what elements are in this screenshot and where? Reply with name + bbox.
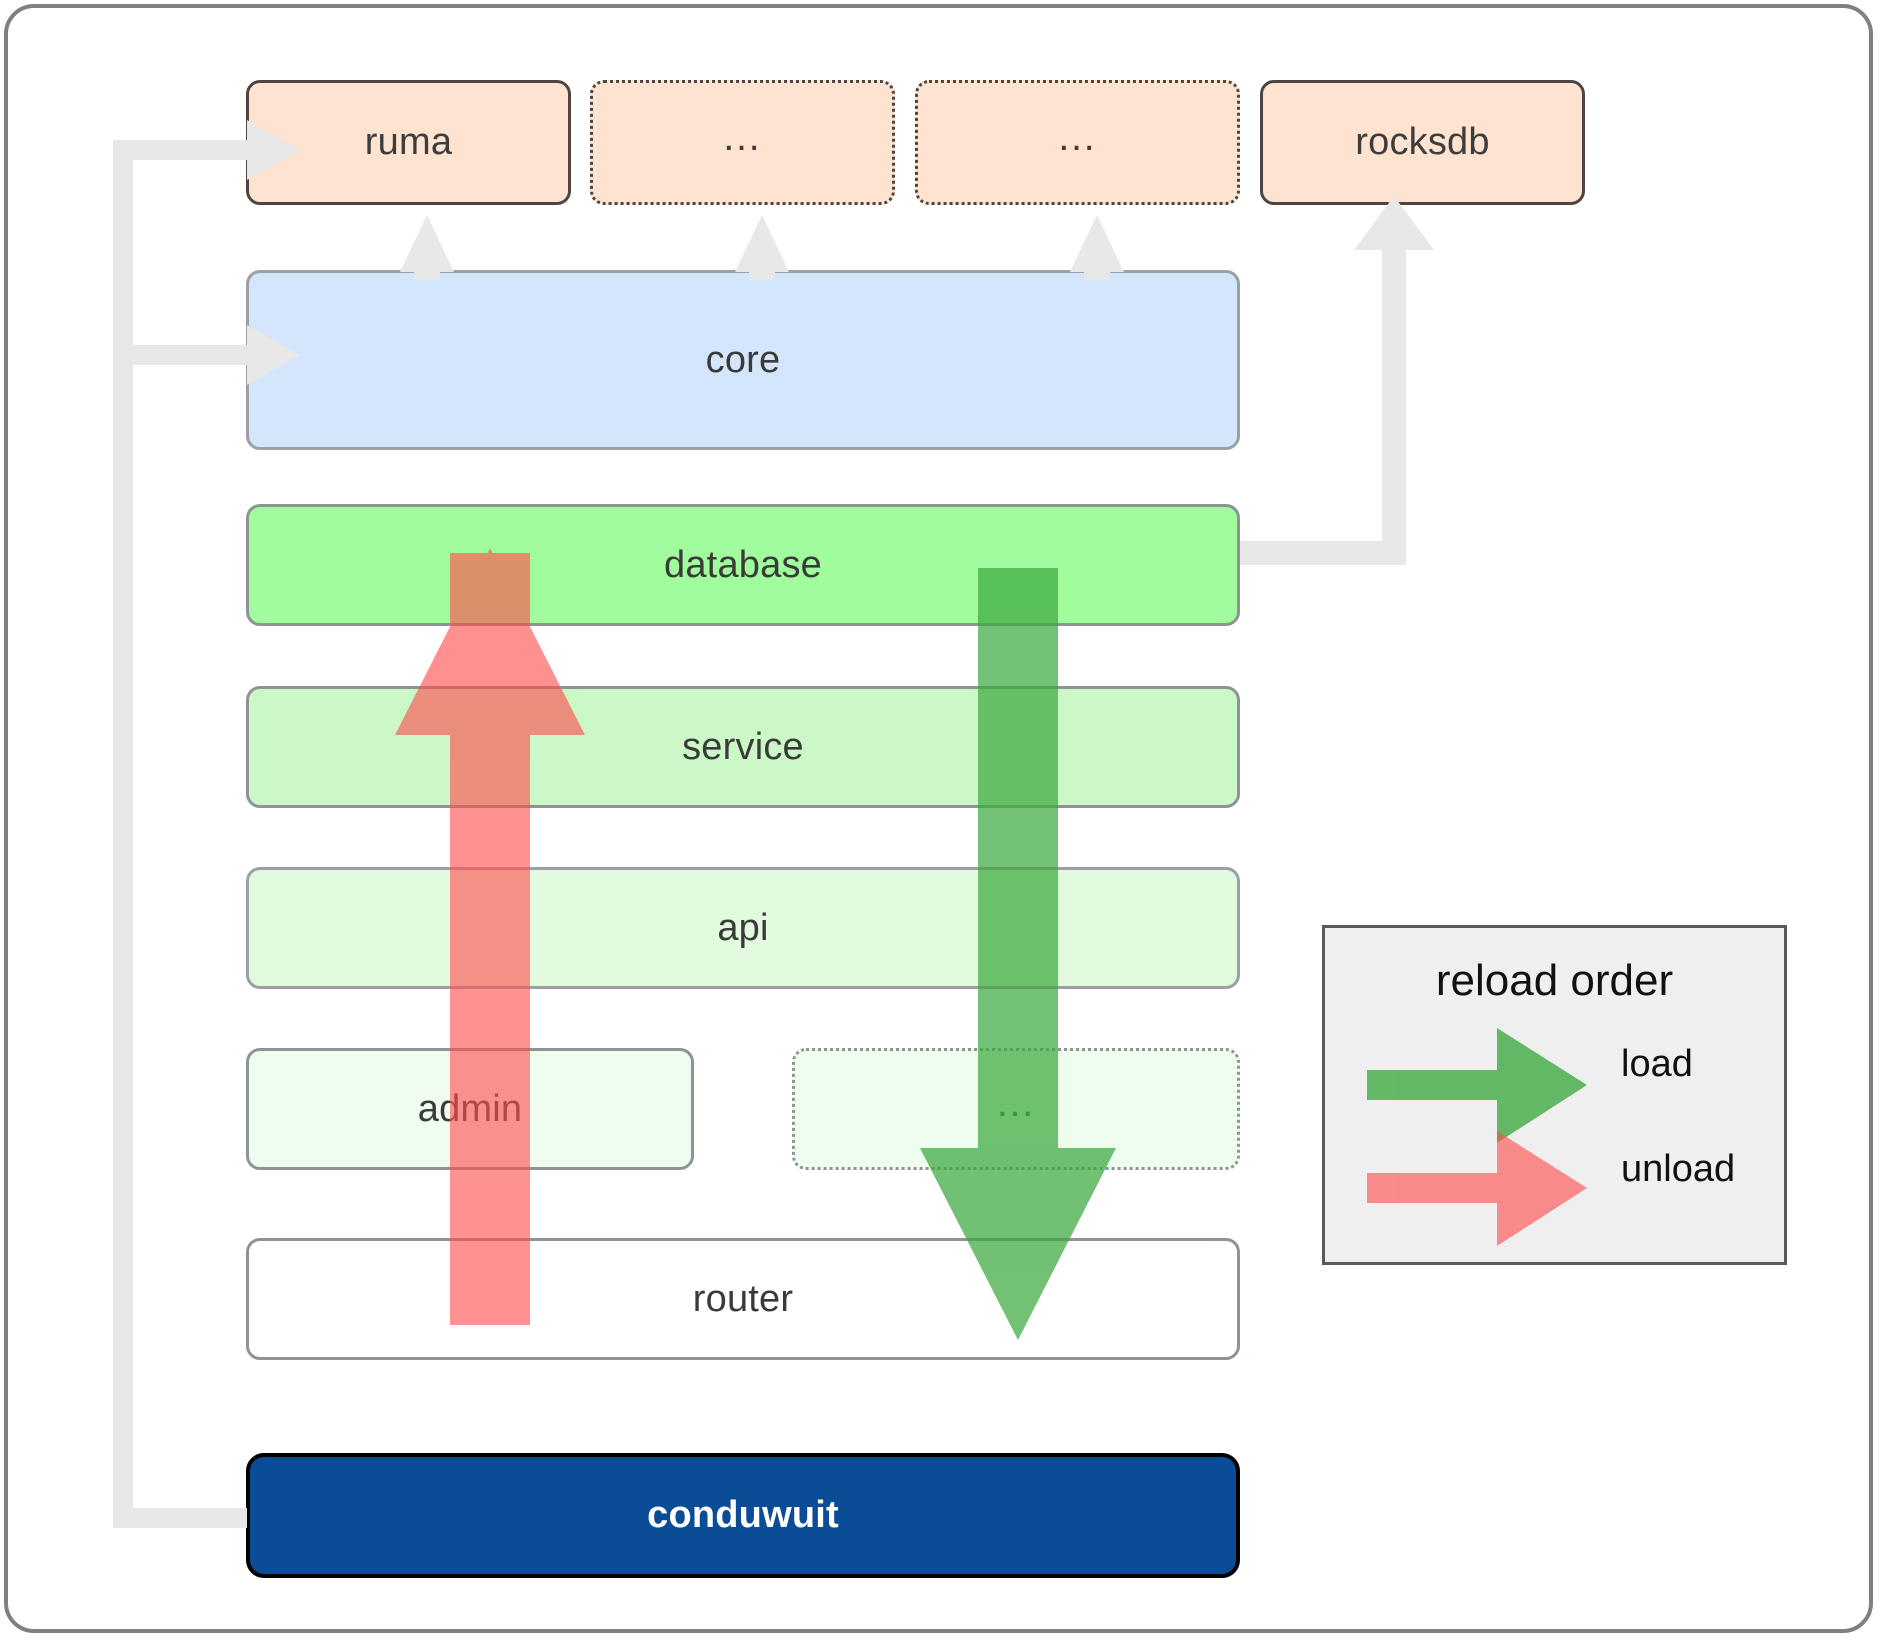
- node-router-label: router: [692, 1277, 794, 1320]
- node-core[interactable]: core: [246, 270, 1240, 450]
- load-arrow-icon: [1367, 1028, 1587, 1143]
- node-layer-ellipsis-label: …: [995, 1081, 1037, 1125]
- node-conduwuit-label: conduwuit: [647, 1494, 839, 1536]
- node-dep-ellipsis-2[interactable]: …: [915, 80, 1240, 205]
- node-layer-ellipsis[interactable]: …: [792, 1048, 1240, 1170]
- node-core-label: core: [705, 338, 781, 381]
- legend-panel: reload order load unload: [1322, 925, 1787, 1265]
- node-service-label: service: [682, 725, 804, 768]
- node-api-label: api: [717, 906, 769, 949]
- legend-arrow-icons: [1367, 1028, 1587, 1246]
- node-dep-ellipsis-2-label: …: [1056, 114, 1099, 159]
- node-admin[interactable]: admin: [246, 1048, 694, 1170]
- legend-title: reload order: [1435, 956, 1674, 1005]
- diagram-frame: [4, 4, 1873, 1633]
- node-api[interactable]: api: [246, 867, 1240, 989]
- node-dep-ellipsis-1[interactable]: …: [590, 80, 895, 205]
- node-conduwuit[interactable]: conduwuit: [246, 1453, 1240, 1578]
- node-rocksdb-label: rocksdb: [1355, 121, 1490, 163]
- node-ruma[interactable]: ruma: [246, 80, 571, 205]
- node-admin-label: admin: [417, 1087, 523, 1130]
- legend-label-load: load: [1621, 1043, 1693, 1085]
- node-router[interactable]: router: [246, 1238, 1240, 1360]
- unload-arrow-icon: [1367, 1131, 1587, 1246]
- node-service[interactable]: service: [246, 686, 1240, 808]
- node-database[interactable]: database: [246, 504, 1240, 626]
- node-dep-ellipsis-1-label: …: [721, 114, 764, 159]
- node-ruma-label: ruma: [364, 121, 453, 163]
- legend-label-unload: unload: [1621, 1148, 1736, 1190]
- node-database-label: database: [664, 543, 822, 586]
- node-rocksdb[interactable]: rocksdb: [1260, 80, 1585, 205]
